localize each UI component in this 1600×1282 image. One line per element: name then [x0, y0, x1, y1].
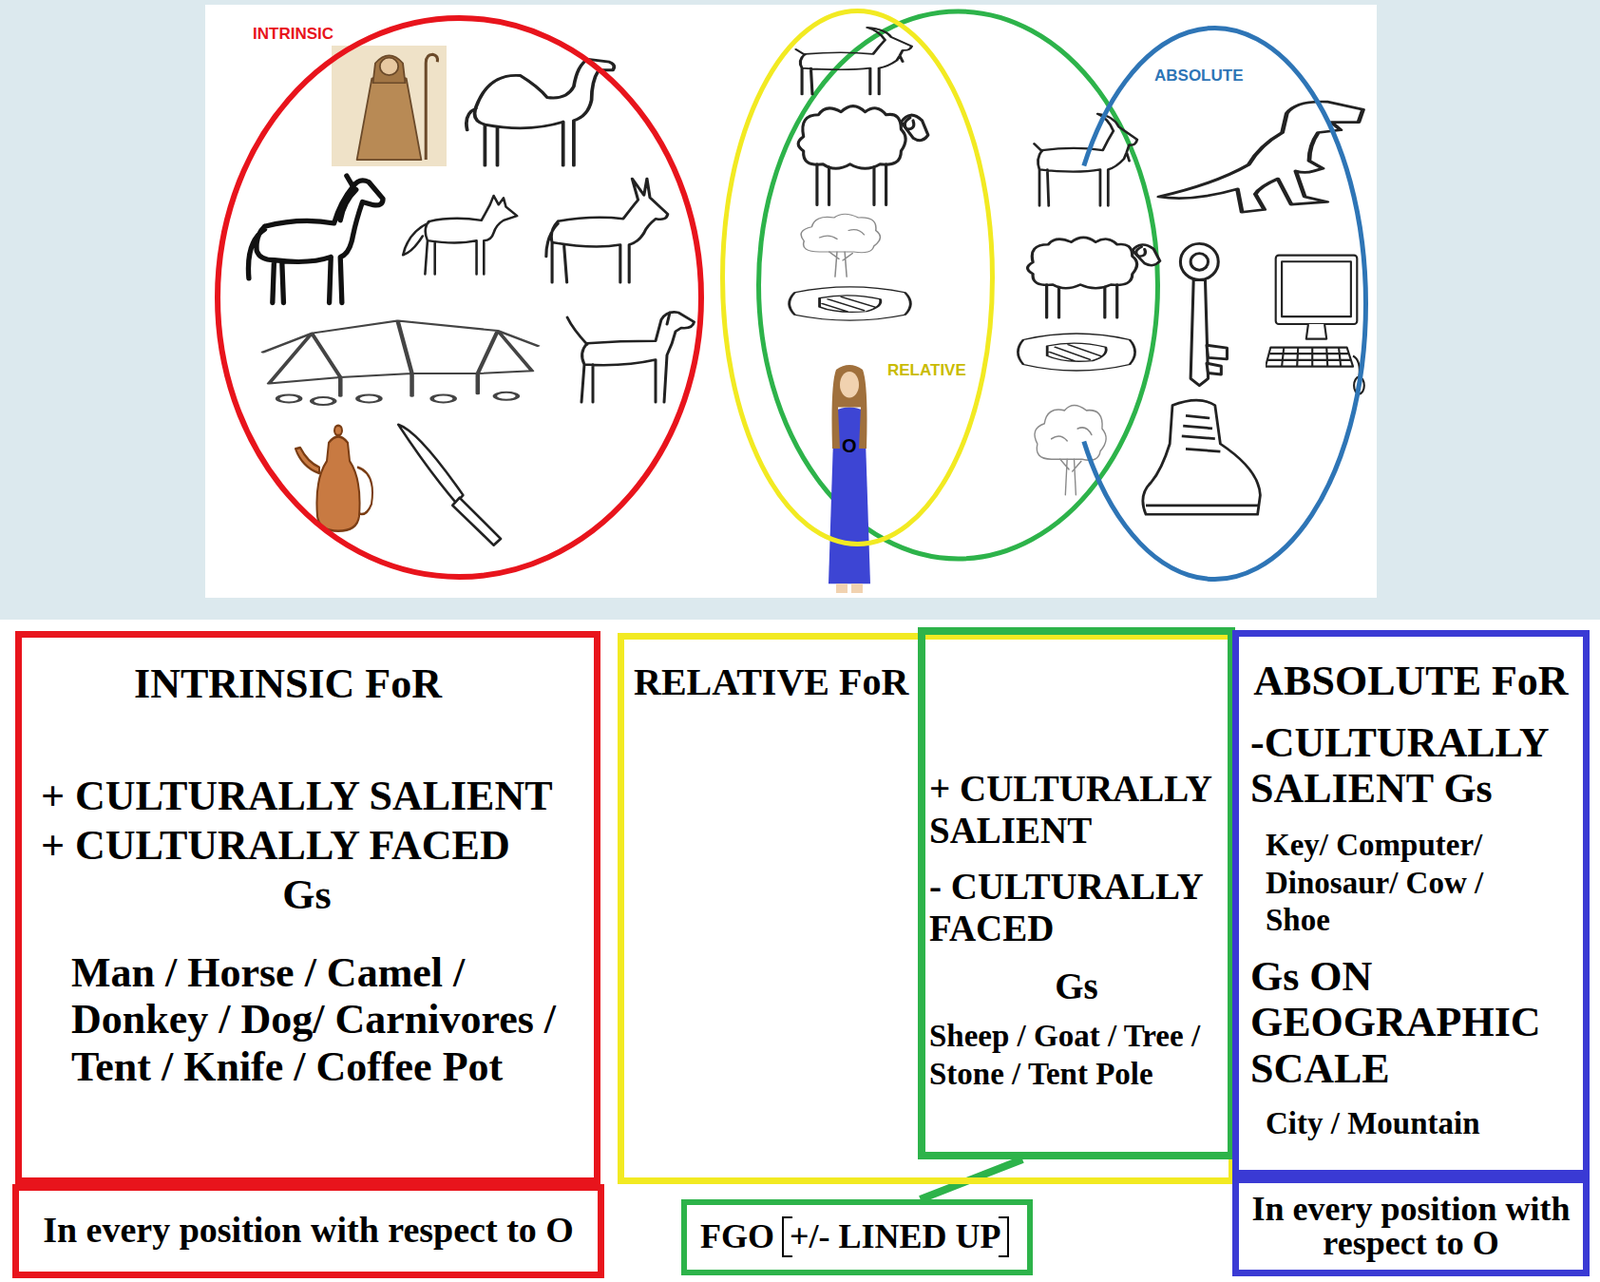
- category-box: + CULTURALLY SALIENT - CULTURALLY FACED Gs…: [917, 627, 1236, 1160]
- node-text: City / Mountain: [1265, 1105, 1570, 1143]
- region-ellipse: RELATIVE: [720, 8, 995, 547]
- node-text: Man / Horse / Camel / Donkey / Dog/ Carn…: [71, 949, 566, 1090]
- node-text: ABSOLUTE: [1151, 66, 1247, 86]
- fox-figure: [402, 195, 517, 275]
- node-text: FGO: [700, 1216, 779, 1258]
- shoe-figure: [1142, 400, 1261, 515]
- node-text: INTRINSIC: [252, 24, 334, 44]
- node-text: RELATIVE FoR: [633, 660, 919, 705]
- category-box: ABSOLUTE FoR -CULTURALLY SALIENT Gs Key/ C…: [1232, 629, 1590, 1177]
- dog-figure: [567, 311, 695, 402]
- horse-figure: [247, 175, 383, 304]
- key-figure: [1180, 243, 1227, 385]
- category-box: FGO+/- LINED UP: [681, 1199, 1033, 1276]
- node-text: Sheep / Goat / Tree / Stone / Tent Pole: [929, 1017, 1226, 1093]
- region-ellipse: INTRINSIC: [214, 15, 705, 580]
- node-text: ABSOLUTE FoR: [1238, 657, 1583, 706]
- node-text: INTRINSIC FoR: [107, 660, 469, 709]
- ellipse-line: [217, 18, 702, 577]
- observer-label: O: [841, 435, 858, 457]
- category-box: In every position with respect to O: [1232, 1176, 1590, 1277]
- tree-figure: [1034, 404, 1106, 495]
- node-text: Gs: [1020, 965, 1133, 1009]
- table-panel: [0, 619, 1600, 1282]
- node-text: In every position with respect to O: [19, 1209, 598, 1252]
- node-text: Key/ Computer/ Dinosaur/ Cow / Shoe: [1265, 826, 1542, 940]
- sheep-figure: [798, 106, 929, 206]
- ellipse-outline: [720, 8, 995, 547]
- region-ellipse: ABSOLUTE: [1061, 25, 1369, 582]
- illustration-panel: [205, 4, 1377, 598]
- node-text: - CULTURALLY FACED: [929, 865, 1226, 949]
- goat-figure: [796, 27, 913, 96]
- observer-figure: [828, 364, 871, 593]
- knife-figure: [398, 424, 501, 546]
- computer-figure: [1265, 255, 1365, 395]
- tree-figure: [800, 213, 880, 277]
- category-box: INTRINSIC FoR + CULTURALLY SALIENT+ CULTU…: [15, 630, 601, 1184]
- stone-figure: [1017, 333, 1135, 371]
- node-text: +/- LINED UP: [781, 1216, 1010, 1258]
- ellipse-outline: [1061, 25, 1369, 582]
- camel-figure: [466, 58, 614, 166]
- ellipse-arc: [1084, 28, 1367, 580]
- node-text: + CULTURALLY SALIENT: [40, 772, 583, 821]
- node-text: + CULTURALLY SALIENT: [929, 767, 1226, 851]
- category-box: RELATIVE FoR: [617, 632, 1236, 1184]
- man-figure: [331, 45, 447, 167]
- node-text: -CULTURALLY SALIENT Gs: [1250, 720, 1579, 813]
- stone-figure: [789, 286, 912, 321]
- category-box: In every position with respect to O: [12, 1183, 605, 1278]
- node-text: Gs: [249, 871, 364, 920]
- ellipse-outline: [214, 15, 705, 580]
- node-text: + CULTURALLY FACED: [40, 821, 583, 871]
- tent-figure: [263, 320, 538, 405]
- sheep-figure: [1028, 237, 1161, 318]
- node-text: RELATIVE: [887, 361, 967, 381]
- node-text: In every position with respect to O: [1242, 1191, 1580, 1260]
- dinosaur-figure: [1159, 101, 1364, 212]
- ellipse-line: [723, 11, 993, 545]
- donkey-figure: [546, 178, 668, 283]
- node-text: Gs ON GEOGRAPHIC SCALE: [1250, 953, 1579, 1092]
